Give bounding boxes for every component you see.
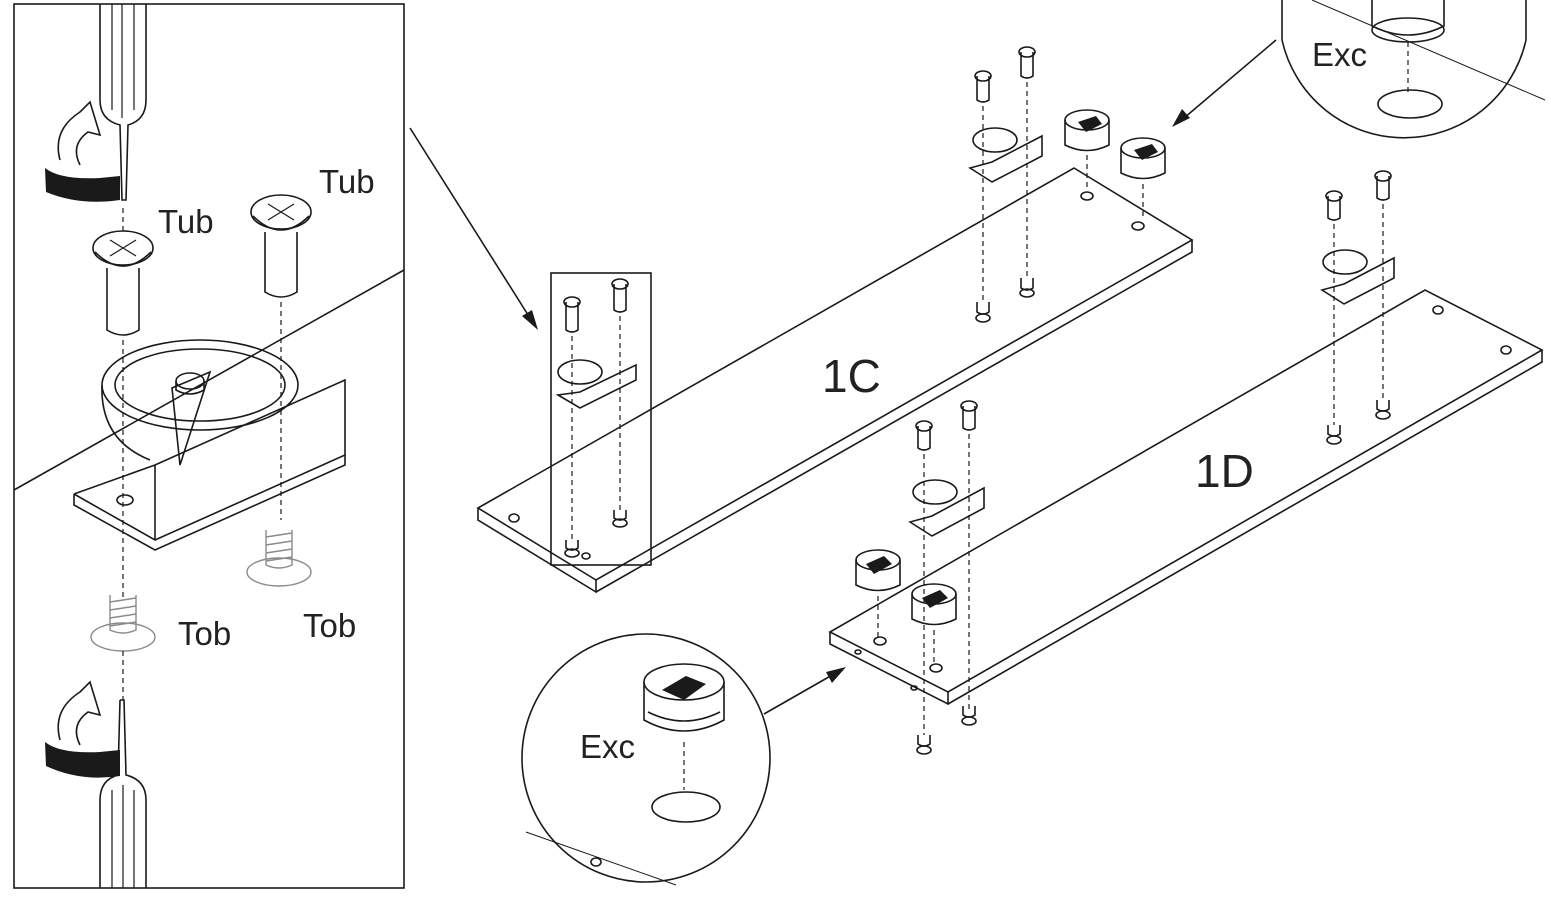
label-panel-1c: 1C (822, 350, 881, 402)
bolt-tob-2-icon (246, 530, 312, 587)
label-tob-1: Tob (178, 615, 231, 652)
screwdriver-bottom-icon (45, 680, 147, 888)
highlight-box (550, 272, 652, 566)
callout-arrow-detail (409, 127, 538, 330)
label-exc-bottom: Exc (580, 728, 635, 765)
label-tub-1: Tub (158, 203, 214, 240)
caster-small-1d-right-icon (1320, 170, 1395, 445)
exc-detail-bottom (521, 633, 771, 886)
caster-small-1c-left-icon (555, 278, 637, 560)
screwdriver-top-icon (45, 4, 147, 202)
label-tub-2: Tub (319, 163, 375, 200)
label-panel-1d: 1D (1195, 445, 1254, 497)
label-tob-2: Tob (303, 607, 356, 644)
callout-arrow-exc-bottom (763, 667, 846, 715)
caster-small-1c-right-icon (968, 46, 1043, 323)
cam-lock-1c-icon (1064, 109, 1166, 220)
callout-arrow-exc-top (1172, 39, 1277, 127)
exc-detail-top (1281, 0, 1546, 139)
detail-frame (13, 3, 405, 889)
panel-1d (828, 289, 1544, 706)
cam-lock-1d-icon (855, 549, 957, 673)
panel-1c (476, 167, 1194, 594)
label-exc-top: Exc (1312, 36, 1367, 73)
bolt-tob-1-icon (90, 520, 156, 700)
caster-small-1d-middle-icon (908, 400, 985, 755)
caster-wheel-large-icon (73, 339, 346, 551)
